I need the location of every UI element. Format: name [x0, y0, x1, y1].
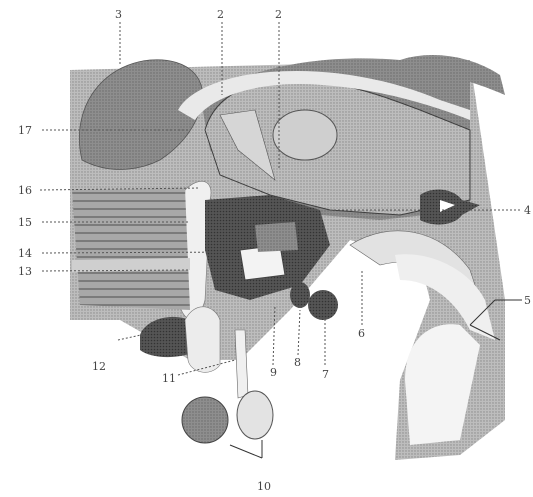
- label-2b: 2: [275, 8, 282, 21]
- bulb-10-right: [237, 391, 273, 439]
- region-2-inner: [273, 110, 337, 160]
- label-4: 4: [524, 204, 531, 217]
- label-3: 3: [115, 8, 122, 21]
- bulb-10-left: [182, 397, 228, 443]
- striated-region: [72, 188, 190, 310]
- label-6: 6: [358, 327, 365, 340]
- label-16: 16: [18, 184, 32, 197]
- label-7: 7: [322, 368, 329, 381]
- label-14: 14: [18, 247, 32, 260]
- label-17: 17: [18, 124, 32, 137]
- label-12: 12: [92, 360, 106, 373]
- label-8: 8: [294, 356, 301, 369]
- label-13: 13: [18, 265, 32, 278]
- label-9: 9: [270, 366, 277, 379]
- body-8: [290, 282, 310, 308]
- label-10: 10: [257, 480, 271, 493]
- label-11: 11: [162, 372, 176, 385]
- label-2a: 2: [217, 8, 224, 21]
- label-15: 15: [18, 216, 32, 229]
- body-7: [308, 290, 338, 320]
- label-5: 5: [524, 294, 531, 307]
